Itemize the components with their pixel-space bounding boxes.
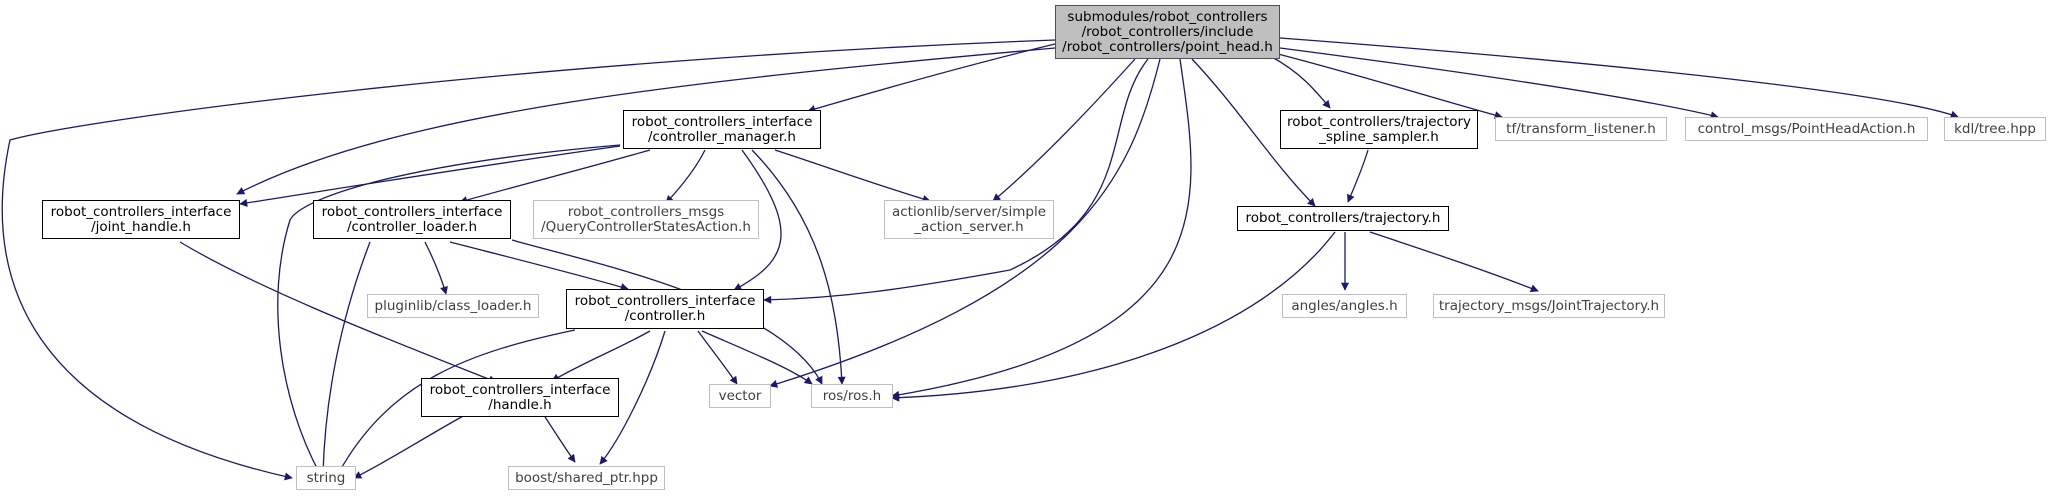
edge-root-to-trajectory [1191,58,1316,207]
node-trajectory-spline-sampler-h-line-1: robot_controllers/trajectory [1286,113,1472,130]
edge-controller-loader-to-class-loader [424,241,448,295]
edge-controller-manager-to-controller [733,149,782,291]
edge-controller-loader-to-string [319,241,371,475]
edge-root-to-vector [769,58,1161,388]
node-controller-loader-h-line-2: /controller_loader.h [346,218,478,235]
node-transform-listener-h[interactable]: tf/transform_listener.h [1495,117,1667,141]
edge-controller-to-string [337,329,576,475]
node-point-head-action-h[interactable]: control_msgs/PointHeadAction.h [1685,117,1928,141]
edge-controller-loader-to-controller [449,241,629,291]
edge-controller-manager-to-controller-loader [459,149,651,204]
edge-controller-manager-to-joint-handle [239,145,621,207]
node-vector[interactable]: vector [709,384,771,408]
edge-controller-manager-to-string [277,144,621,475]
node-query-controller-states-action-h-line-1: robot_controllers_msgs [567,203,725,220]
node-controller-manager-h-line-1: robot_controllers_interface [631,113,813,130]
edge-root-to-ros [891,58,1192,399]
node-angles-h-label: angles/angles.h [1291,297,1398,314]
edge-controller-manager-to-simple-action-server [774,149,931,203]
edge-controller-to-handle [551,330,651,382]
node-simple-action-server-h[interactable]: actionlib/server/simple _action_server.h [884,200,1054,239]
node-joint-handle-h-line-1: robot_controllers_interface [50,203,232,220]
node-point-head-action-h-label: control_msgs/PointHeadAction.h [1697,120,1916,137]
node-point-head-h-line-2: /robot_controllers/include [1081,23,1254,40]
node-trajectory-h-label: robot_controllers/trajectory.h [1245,210,1441,226]
edge-controller-loader-to-ros [511,239,823,385]
node-angles-h[interactable]: angles/angles.h [1282,294,1407,318]
node-transform-listener-h-label: tf/transform_listener.h [1506,120,1656,137]
node-trajectory-spline-sampler-h[interactable]: robot_controllers/trajectory _spline_sam… [1280,110,1478,149]
node-point-head-h-line-3: /robot_controllers/point_head.h [1062,38,1273,55]
node-string[interactable]: string [296,466,356,490]
edge-controller-to-vector [697,330,738,385]
edge-trajectory-spline-sampler-to-trajectory [1347,149,1369,203]
node-class-loader-h[interactable]: pluginlib/class_loader.h [367,294,539,318]
edge-root-to-kdl-tree [1279,37,1959,119]
node-kdl-tree-hpp-label: kdl/tree.hpp [1954,120,2036,137]
edge-root-to-transform-listener [1277,53,1503,119]
node-controller-h-line-1: robot_controllers_interface [574,293,756,309]
node-simple-action-server-h-line-1: actionlib/server/simple [891,203,1047,220]
node-controller-loader-h[interactable]: robot_controllers_interface /controller_… [313,200,511,239]
edge-trajectory-to-joint-trajectory [1369,231,1539,293]
node-simple-action-server-h-line-2: _action_server.h [914,218,1024,235]
node-controller-manager-h-line-2: /controller_manager.h [648,128,796,145]
edge-root-to-controller-manager [807,43,1056,113]
edge-root-to-joint-handle [236,47,1056,195]
node-string-label: string [306,469,346,486]
node-trajectory-h[interactable]: robot_controllers/trajectory.h [1237,206,1449,231]
node-ros-h[interactable]: ros/ros.h [811,384,893,408]
node-ros-h-label: ros/ros.h [822,387,882,404]
node-query-controller-states-action-h-line-2: /QueryControllerStatesAction.h [541,218,751,235]
node-controller-h-line-2: /controller.h [624,308,706,324]
edge-controller-to-ros [701,330,813,385]
node-controller-h[interactable]: robot_controllers_interface /controller.… [566,289,764,329]
edge-root-to-controller [763,58,1149,304]
node-handle-h-line-1: robot_controllers_interface [429,381,611,398]
node-kdl-tree-hpp[interactable]: kdl/tree.hpp [1944,117,2046,141]
edge-controller-to-shared-ptr [599,330,666,465]
node-controller-manager-h[interactable]: robot_controllers_interface /controller_… [623,110,821,149]
edge-handle-to-string [353,414,466,479]
node-trajectory-spline-sampler-h-line-2: _spline_sampler.h [1319,128,1439,145]
node-handle-h[interactable]: robot_controllers_interface /handle.h [421,378,619,417]
edge-controller-manager-to-query-controller-states [665,149,706,204]
edge-joint-handle-to-handle [179,241,497,384]
edge-root-to-string [1,39,1056,481]
node-joint-trajectory-h[interactable]: trajectory_msgs/JointTrajectory.h [1433,294,1665,318]
edge-controller-manager-to-ros [751,149,846,385]
node-query-controller-states-action-h[interactable]: robot_controllers_msgs /QueryControllerS… [533,200,759,239]
node-shared-ptr-hpp[interactable]: boost/shared_ptr.hpp [508,466,665,490]
node-joint-handle-h[interactable]: robot_controllers_interface /joint_handl… [42,200,240,239]
node-controller-loader-h-line-1: robot_controllers_interface [321,203,503,220]
node-class-loader-h-label: pluginlib/class_loader.h [374,297,532,314]
node-point-head-h[interactable]: submodules/robot_controllers /robot_cont… [1055,5,1280,59]
node-joint-handle-h-line-2: /joint_handle.h [91,218,191,235]
node-vector-label: vector [718,387,762,404]
edge-root-to-trajectory-spline-sampler [1269,55,1331,109]
edge-root-to-simple-action-server [992,58,1136,202]
node-shared-ptr-hpp-label: boost/shared_ptr.hpp [515,469,658,486]
edge-root-to-point-head-action [1279,47,1719,120]
node-handle-h-line-2: /handle.h [488,396,552,413]
edge-trajectory-to-ros [891,231,1336,402]
node-point-head-h-line-1: submodules/robot_controllers [1067,8,1268,25]
edge-handle-to-shared-ptr [544,416,576,463]
node-joint-trajectory-h-label: trajectory_msgs/JointTrajectory.h [1438,297,1660,314]
